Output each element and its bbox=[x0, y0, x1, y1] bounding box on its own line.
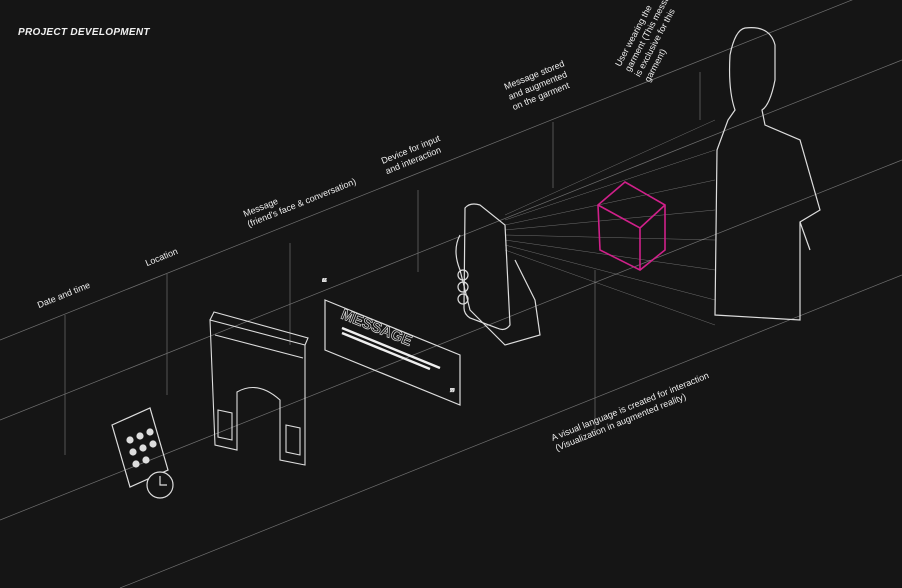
user-wearing-garment-icon bbox=[714, 27, 821, 321]
ar-cube-icon bbox=[597, 181, 666, 271]
message-card-illustration: “ ” bbox=[322, 275, 461, 406]
calendar-clock-icon bbox=[111, 407, 174, 499]
page-title: PROJECT DEVELOPMENT bbox=[18, 27, 150, 38]
arc-de-triomphe-icon bbox=[209, 311, 309, 466]
smartphone-hand-icon bbox=[455, 203, 541, 346]
projection-beams bbox=[504, 119, 716, 326]
svg-text:“: “ bbox=[322, 275, 327, 291]
svg-text:”: ” bbox=[450, 385, 455, 401]
